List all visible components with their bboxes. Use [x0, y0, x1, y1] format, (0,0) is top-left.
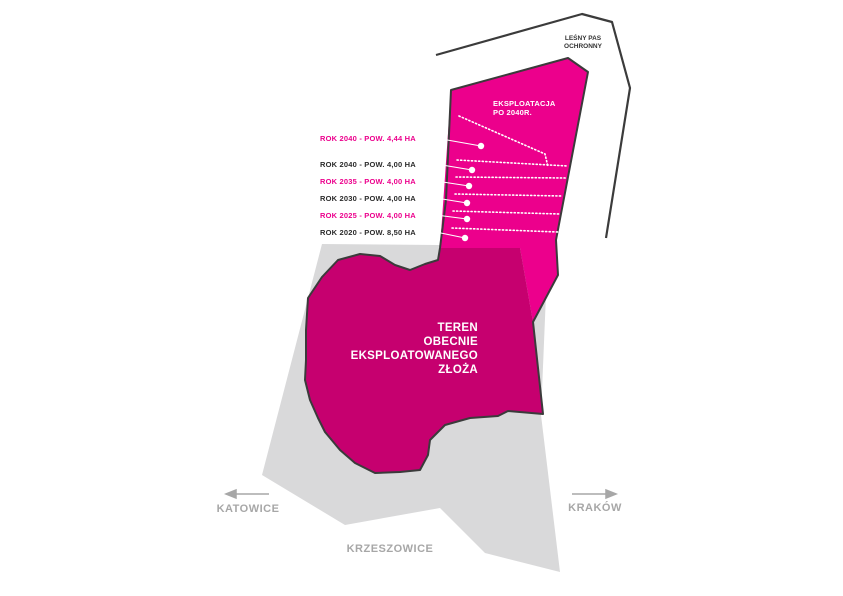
phase-label: ROK 2030 - POW. 4,00 HA — [320, 194, 416, 203]
current-label-line2: OBECNIE — [424, 336, 479, 348]
katowice-label: KATOWICE — [217, 503, 280, 515]
divider-2035 — [455, 176, 567, 179]
leader-1 — [435, 137, 482, 147]
phase-label: ROK 2040 - POW. 4,00 HA — [320, 160, 416, 169]
krakow-arrow — [572, 488, 619, 500]
phase-label: ROK 2040 - POW. 4,44 HA — [320, 134, 416, 143]
leader-dot-2 — [468, 166, 476, 174]
leader-3 — [435, 180, 470, 187]
divider-2020 — [451, 227, 559, 233]
leader-6 — [435, 231, 466, 239]
leader-dot-6 — [461, 234, 469, 242]
after2040-label-line2: PO 2040R. — [493, 108, 532, 117]
divider-2040-upper — [458, 115, 549, 168]
krakow-label: KRAKÓW — [568, 501, 622, 514]
leader-lines — [435, 137, 482, 239]
divider-2040-lower — [456, 159, 569, 167]
leader-dot-4 — [463, 199, 471, 207]
leader-dots — [461, 142, 485, 242]
leader-4 — [435, 197, 468, 204]
divider-2030 — [454, 193, 563, 197]
krzeszowice-label: KRZESZOWICE — [347, 543, 434, 555]
leader-5 — [435, 214, 468, 220]
current-deposit-label: TEREN OBECNIE EKSPLOATOWANEGO ZŁOŻA — [351, 322, 478, 376]
forest-label-line1: LEŚNY PAS — [565, 33, 602, 42]
after2040-label-line1: EKSPLOATACJA — [493, 99, 556, 108]
divider-2025 — [452, 210, 561, 215]
leader-2 — [435, 163, 473, 171]
phase-label: ROK 2020 - POW. 8,50 HA — [320, 228, 416, 237]
current-label-line4: ZŁOŻA — [438, 363, 478, 376]
phase-label: ROK 2025 - POW. 4,00 HA — [320, 211, 416, 220]
current-label-line3: EKSPLOATOWANEGO — [351, 350, 478, 362]
leader-dot-3 — [465, 182, 473, 190]
forest-belt-line — [435, 12, 632, 239]
leader-dot-1 — [477, 142, 485, 150]
phase-label: ROK 2035 - POW. 4,00 HA — [320, 177, 416, 186]
deposit-outline — [304, 57, 589, 474]
current-label-line1: TEREN — [438, 322, 478, 334]
krakow-arrow-head — [605, 488, 619, 500]
leader-dot-5 — [463, 215, 471, 223]
katowice-arrow — [223, 488, 269, 500]
forest-label-line2: OCHRONNY — [564, 43, 603, 50]
phase-labels: ROK 2040 - POW. 4,44 HA ROK 2040 - POW. … — [320, 134, 416, 237]
katowice-arrow-head — [223, 488, 237, 500]
phase-dividers — [451, 115, 569, 233]
